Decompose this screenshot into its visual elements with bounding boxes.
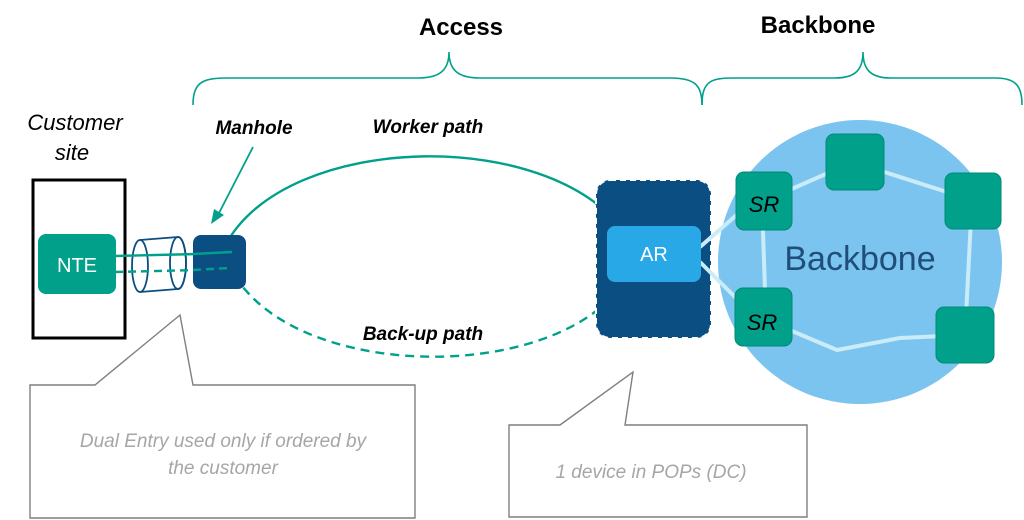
ar-device bbox=[607, 226, 701, 282]
customer-site-label-line2: site bbox=[55, 140, 89, 165]
pops-callout bbox=[508, 370, 808, 518]
manhole-pointer-line bbox=[217, 146, 254, 216]
manhole-label: Manhole bbox=[215, 118, 292, 139]
worker-path-label: Worker path bbox=[373, 117, 484, 138]
backbone-node-top bbox=[825, 133, 885, 191]
pops-text: 1 device in POPs (DC) bbox=[555, 462, 746, 483]
sr-bottom-label: SR bbox=[747, 310, 778, 335]
backbone-brace bbox=[701, 51, 1023, 106]
dual-entry-callout bbox=[29, 313, 416, 519]
manhole-box bbox=[193, 235, 246, 289]
ar-label: AR bbox=[640, 244, 668, 266]
backbone-node-right-top bbox=[944, 172, 1002, 230]
nte-backup-link bbox=[114, 268, 199, 274]
dual-entry-text-line2: the customer bbox=[168, 458, 278, 479]
nte-device bbox=[38, 234, 116, 294]
sr-node-bottom bbox=[734, 287, 793, 347]
worker-path-line bbox=[223, 155, 632, 247]
sr-node-top bbox=[735, 171, 793, 231]
access-header: Access bbox=[419, 14, 503, 41]
backbone-header: Backbone bbox=[761, 12, 876, 39]
manhole-pointer-arrowhead bbox=[211, 209, 224, 224]
manhole-backup-pass bbox=[192, 266, 231, 272]
customer-site-label-line1: Customer bbox=[27, 110, 124, 135]
conduit-front-end bbox=[131, 239, 149, 293]
backbone-node-right-bottom bbox=[935, 306, 995, 364]
access-brace bbox=[192, 51, 703, 106]
nte-worker-link bbox=[114, 252, 199, 258]
backup-path-line bbox=[226, 261, 632, 358]
backup-path-label: Back-up path bbox=[363, 324, 483, 345]
manhole-worker-pass bbox=[192, 250, 233, 256]
backbone-cloud-label: Backbone bbox=[784, 240, 935, 278]
nte-label: NTE bbox=[57, 255, 97, 277]
conduit-back-end bbox=[169, 236, 187, 290]
dual-entry-text-line1: Dual Entry used only if ordered by bbox=[80, 431, 368, 452]
sr-top-label: SR bbox=[749, 192, 780, 217]
